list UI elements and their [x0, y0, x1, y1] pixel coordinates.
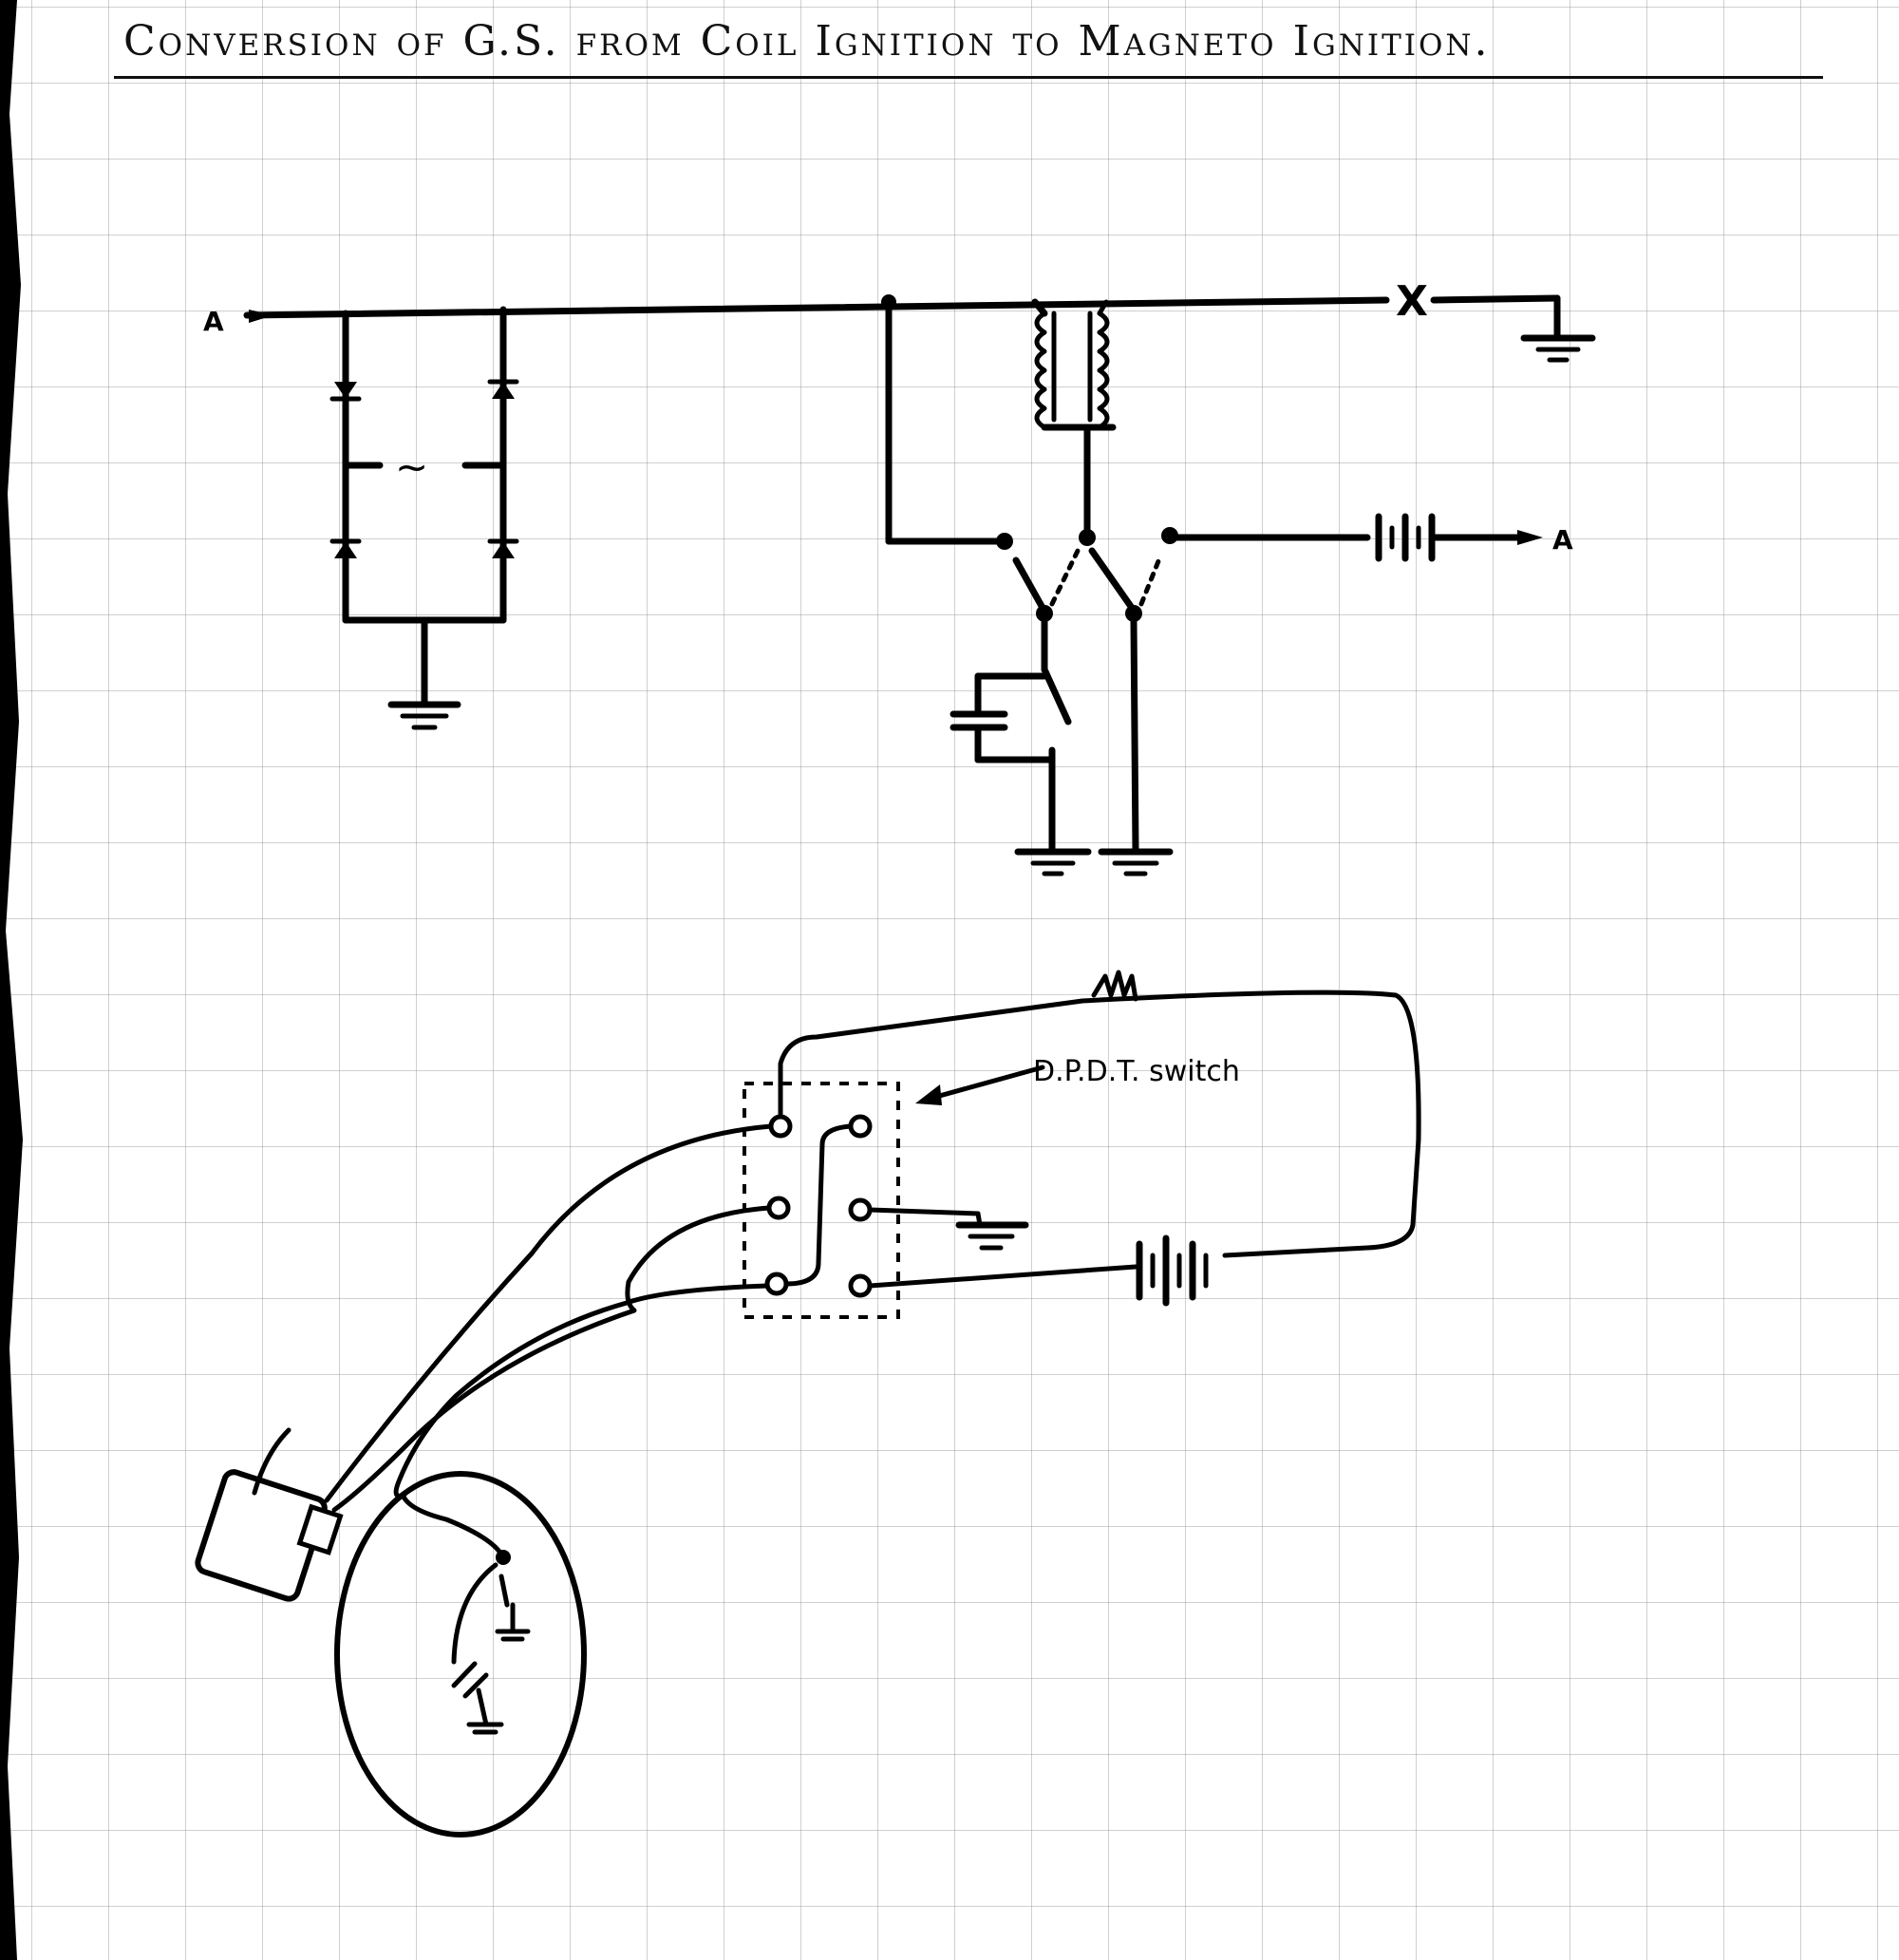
diode-icon	[487, 538, 519, 558]
torn-left-edge	[0, 0, 23, 1960]
bridge-rectifier: ~	[329, 306, 519, 730]
wire-splice-mark	[1091, 970, 1138, 1002]
secondary-winding-icon	[1097, 311, 1110, 430]
battery-icon	[1375, 513, 1436, 562]
contact-breaker-icon	[1041, 666, 1072, 726]
main-bus-wire	[243, 296, 1390, 319]
switch-terminals	[764, 1114, 873, 1298]
ac-symbol: ~	[395, 443, 428, 490]
chassis-lead-wire	[1430, 294, 1561, 304]
title-underline	[114, 76, 1823, 79]
battery-icon	[1136, 1234, 1209, 1307]
hightension-lead	[252, 1427, 291, 1496]
lead-to-coil-2	[331, 1205, 772, 1513]
ground-icon	[1014, 848, 1092, 876]
diode-icon	[329, 538, 362, 558]
switch-label: D.P.D.T. switch	[1033, 1055, 1240, 1088]
ignition-coil-block	[195, 1469, 344, 1602]
lead-to-magneto	[393, 1283, 770, 1498]
capacitor-icon	[451, 1661, 489, 1699]
break-mark: X	[1396, 277, 1428, 326]
pointer-arrow-icon	[915, 1084, 942, 1105]
wiring-sketch: D.P.D.T. switch	[195, 970, 1421, 1838]
ignition-coil	[1031, 298, 1117, 536]
battery-arrow-icon	[1517, 530, 1543, 545]
dpdt-switch-schematic	[885, 298, 1178, 622]
ground-icon	[1098, 848, 1174, 876]
lead-to-coil-1	[324, 1123, 774, 1503]
battery-terminal-label: A	[1552, 524, 1573, 556]
points-icon	[498, 1574, 510, 1608]
primary-winding-icon	[1034, 311, 1047, 430]
diode-icon	[329, 382, 362, 402]
label-pointer-line	[923, 1065, 1045, 1102]
diode-icon	[487, 379, 519, 399]
ground-icon	[387, 701, 461, 730]
magneto-housing	[334, 1471, 587, 1838]
ground-wire	[867, 1207, 981, 1216]
crossover-wire	[783, 1123, 854, 1287]
top-loop-wire	[778, 989, 1421, 1258]
capacitor-icon	[950, 710, 1008, 731]
input-label: A	[203, 306, 224, 337]
condenser-lead	[451, 1562, 498, 1665]
magneto-lead	[400, 1492, 506, 1560]
coil-ignition-schematic: A ~	[203, 277, 1596, 876]
page-title: Conversion of G.S. from Coil Ignition to…	[123, 17, 1491, 66]
dpdt-switch-box	[743, 1082, 900, 1319]
ground-icon	[955, 1221, 1029, 1251]
ground-icon	[1520, 334, 1596, 363]
battery-wire	[867, 1264, 1138, 1289]
